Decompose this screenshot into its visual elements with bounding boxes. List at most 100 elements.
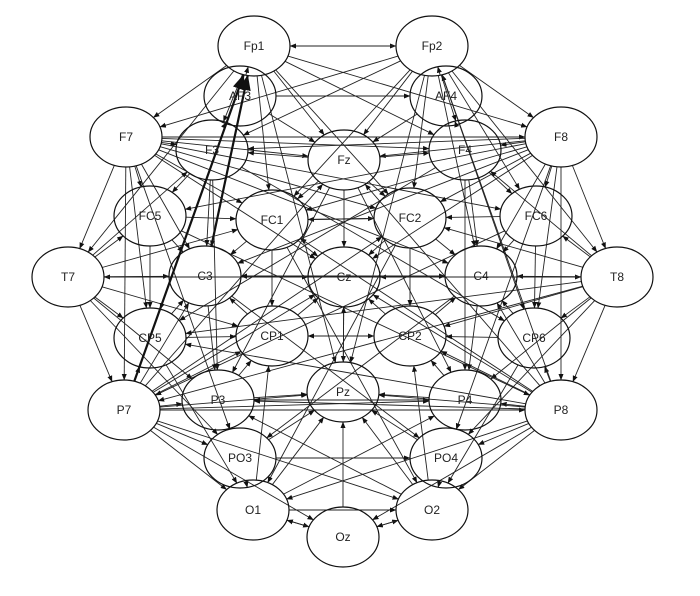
edge-P7-to-P4 bbox=[159, 398, 430, 410]
node-label: F7 bbox=[119, 130, 133, 144]
edge-Fp2-to-F4 bbox=[440, 74, 457, 122]
node-label: T8 bbox=[610, 270, 624, 284]
edge-P8-to-P4 bbox=[500, 401, 526, 407]
node-ellipse bbox=[409, 65, 483, 127]
node-C3: C3 bbox=[168, 245, 242, 307]
edge-FC6-to-CP6 bbox=[532, 245, 538, 309]
edge-FC1-to-O2 bbox=[286, 247, 418, 483]
node-FC1: FC1 bbox=[235, 189, 309, 251]
node-label: O2 bbox=[424, 503, 440, 517]
edge-F8-to-FC2 bbox=[440, 152, 531, 203]
edge-P4-to-Pz bbox=[378, 392, 430, 399]
node-label: Oz bbox=[335, 530, 350, 544]
edge-O2-to-PO4 bbox=[437, 480, 443, 488]
edge-F7-to-CP5 bbox=[129, 166, 149, 309]
node-ellipse bbox=[395, 479, 469, 541]
node-label: PO4 bbox=[434, 451, 458, 465]
node-P7: P7 bbox=[87, 379, 161, 441]
edge-P3-to-Pz bbox=[253, 392, 308, 399]
node-label: Pz bbox=[336, 385, 350, 399]
node-ellipse bbox=[497, 307, 571, 369]
edge-T7-to-P7 bbox=[79, 305, 113, 382]
node-label: F3 bbox=[205, 143, 219, 157]
edge-Fp1-to-F4 bbox=[284, 60, 435, 136]
node-label: C4 bbox=[473, 269, 489, 283]
edge-O2-to-P3 bbox=[248, 415, 402, 495]
edge-Fz-to-P3 bbox=[232, 187, 330, 373]
edge-T7-to-CP5 bbox=[94, 296, 124, 319]
node-ellipse bbox=[113, 307, 187, 369]
edge-Fp2-to-FC2 bbox=[412, 75, 429, 189]
edge-FC1-to-C3 bbox=[230, 240, 247, 256]
edge-FC2-to-C4 bbox=[435, 238, 456, 256]
edge-C4-to-PO3 bbox=[266, 295, 455, 439]
edge-F7-to-PO3 bbox=[135, 165, 231, 430]
node-FC5: FC5 bbox=[113, 185, 187, 247]
node-Fp1: Fp1 bbox=[217, 15, 291, 77]
node-ellipse bbox=[428, 119, 502, 181]
edge-Fz-to-FC1 bbox=[297, 180, 319, 200]
edge-P8-to-C4 bbox=[496, 302, 546, 384]
node-ellipse bbox=[580, 246, 654, 308]
node-label: Fp2 bbox=[422, 39, 443, 53]
node-label: Fp1 bbox=[244, 39, 265, 53]
node-ellipse bbox=[306, 506, 380, 568]
node-ellipse bbox=[87, 379, 161, 441]
node-label: P3 bbox=[211, 393, 226, 407]
edge-F7-to-FC2 bbox=[159, 146, 377, 210]
edge-F3-to-CP6 bbox=[241, 166, 505, 322]
edge-F7-to-FC5 bbox=[134, 165, 142, 188]
edge-T7-to-P3 bbox=[93, 297, 193, 380]
node-Fz: Fz bbox=[307, 129, 381, 191]
edge-F7-to-F4 bbox=[161, 137, 430, 151]
edge-T7-to-FC1 bbox=[101, 228, 239, 268]
node-ellipse bbox=[499, 185, 573, 247]
edge-Fp1-to-Pz bbox=[261, 75, 337, 364]
edge-Oz-to-O1 bbox=[286, 519, 310, 528]
edge-Fp2-to-Pz bbox=[349, 75, 425, 364]
edge-T7-to-FC5 bbox=[94, 235, 124, 258]
node-ellipse bbox=[428, 369, 502, 431]
node-label: FC2 bbox=[399, 211, 422, 225]
edge-C4-to-P4 bbox=[467, 305, 478, 371]
node-F8: F8 bbox=[524, 106, 598, 168]
node-label: F8 bbox=[554, 130, 568, 144]
node-F3: F3 bbox=[175, 119, 249, 181]
edge-T8-to-CP5 bbox=[185, 281, 582, 336]
node-F7: F7 bbox=[89, 106, 163, 168]
edge-P8-to-Fz bbox=[364, 184, 541, 386]
node-ellipse bbox=[203, 65, 277, 127]
edge-FC5-to-FC1 bbox=[185, 216, 237, 222]
edge-P7-to-Oz bbox=[153, 426, 314, 521]
edge-FC5-to-P8 bbox=[181, 230, 530, 396]
edge-C3-to-PO4 bbox=[231, 295, 420, 439]
edge-AF4-to-Fz bbox=[372, 113, 418, 143]
edge-P8-to-Cz bbox=[372, 294, 533, 393]
edge-O2-to-Oz bbox=[376, 519, 399, 528]
edge-F8-to-FC6 bbox=[544, 165, 553, 188]
node-ellipse bbox=[216, 479, 290, 541]
node-Fp2: Fp2 bbox=[395, 15, 469, 77]
edge-CP1-to-C3 bbox=[229, 297, 248, 315]
edge-P4-to-CP2 bbox=[430, 360, 445, 376]
edge-Fp2-to-F3 bbox=[243, 60, 401, 136]
edge-CP5-to-C3 bbox=[171, 299, 184, 315]
edge-F8-to-PO4 bbox=[455, 165, 552, 430]
edge-P7-to-O1 bbox=[150, 430, 227, 490]
node-F4: F4 bbox=[428, 119, 502, 181]
node-label: T7 bbox=[61, 270, 75, 284]
node-AF4: AF4 bbox=[409, 65, 483, 127]
node-PO3: PO3 bbox=[203, 427, 277, 489]
node-ellipse bbox=[373, 305, 447, 367]
node-label: Fz bbox=[337, 153, 350, 167]
edge-CP2-to-C4 bbox=[435, 297, 456, 315]
node-ellipse bbox=[444, 245, 518, 307]
edge-F4-to-FC6 bbox=[488, 171, 513, 195]
node-O2: O2 bbox=[395, 479, 469, 541]
edge-P7-to-P3 bbox=[159, 401, 183, 407]
edge-Fp1-to-AF3 bbox=[244, 66, 249, 76]
edge-AF4-to-F4 bbox=[454, 120, 460, 128]
edge-O1-to-P4 bbox=[283, 415, 435, 495]
edge-F7-to-C3 bbox=[141, 163, 190, 250]
node-ellipse bbox=[168, 245, 242, 307]
